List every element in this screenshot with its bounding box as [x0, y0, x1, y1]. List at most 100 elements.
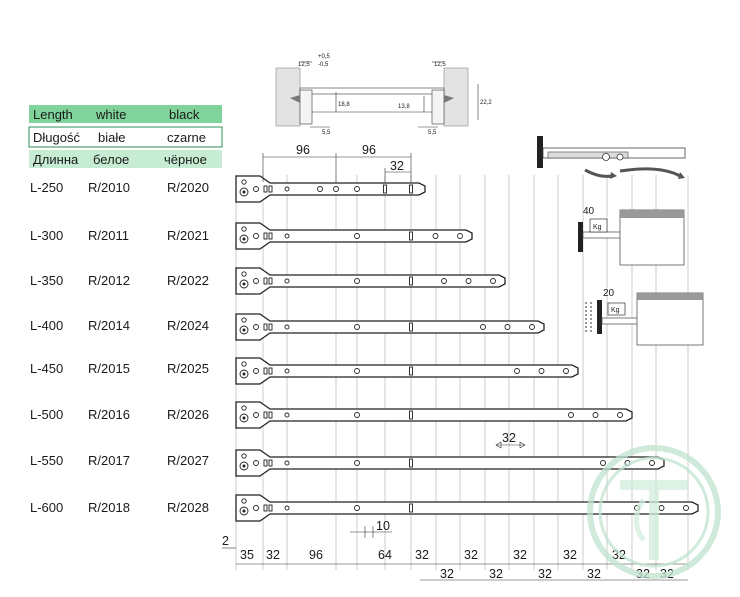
rail-hole	[617, 412, 623, 418]
rail-slot	[263, 232, 268, 240]
rail-hole	[568, 412, 574, 418]
header-dlugosc: Długość	[33, 130, 80, 145]
rail-slot	[263, 323, 268, 331]
rail-slot	[409, 184, 413, 194]
cs-label: -0,5	[318, 62, 329, 68]
load-40: 40	[583, 206, 595, 217]
rail-hole	[253, 278, 259, 284]
rail-hole-center	[242, 237, 246, 241]
rail-hole	[354, 460, 360, 466]
model-white-code: R/2012	[88, 273, 130, 288]
rail-hole	[354, 278, 360, 284]
rail-hole	[441, 278, 447, 284]
rail-hole	[649, 460, 655, 466]
rail-slot	[268, 411, 273, 419]
dim-96-second: 96	[362, 143, 376, 157]
rail-slot	[268, 277, 273, 285]
rail-hole	[465, 278, 472, 284]
rail-body	[235, 267, 506, 295]
rail-slot	[263, 277, 268, 285]
dim-32-mid: 32	[502, 431, 516, 445]
rail-hole	[490, 278, 496, 284]
rail-slot	[263, 459, 268, 467]
rail-hole	[333, 186, 339, 192]
model-white-code: R/2017	[88, 453, 130, 468]
rail-hole	[354, 505, 360, 511]
model-black-code: R/2026	[167, 407, 209, 422]
rail-hole-center	[242, 190, 246, 194]
cs-label: +0,5	[318, 54, 331, 60]
rail-hole	[504, 324, 511, 330]
header-czarne: czarne	[167, 130, 206, 145]
rail-hole-center	[242, 282, 246, 286]
cs-label: 22,2	[480, 100, 492, 106]
rail-hole	[253, 186, 259, 192]
rail-drawings	[235, 175, 699, 522]
dim-96: 96	[309, 548, 323, 562]
rail-slot	[409, 366, 413, 376]
model-length: L-400	[30, 318, 63, 333]
rail-slot	[409, 322, 413, 332]
screw-icon	[290, 95, 300, 103]
dim-64: 64	[378, 548, 392, 562]
load-40-icon: Kg 40	[578, 206, 685, 266]
dim-offset-2: 2	[222, 534, 229, 548]
rail-slot	[383, 184, 387, 194]
load-unit: Kg	[593, 224, 602, 231]
load-20: 20	[603, 288, 615, 299]
rail-hole-center	[242, 328, 246, 332]
rail-hole	[457, 233, 463, 239]
load-20-icon: Kg 20	[585, 288, 704, 346]
cs-label: 5,5	[428, 130, 437, 136]
rail-body	[235, 494, 699, 522]
rail-hole	[241, 271, 247, 277]
rail	[235, 175, 426, 203]
rail-hole	[241, 453, 247, 459]
rail-slot	[263, 411, 268, 419]
rail	[235, 313, 545, 341]
dim-32-top: 32	[390, 159, 404, 173]
dim-96-first: 96	[296, 143, 310, 157]
rail-hole	[253, 324, 259, 330]
rail-hole	[241, 405, 247, 411]
rail-slot	[268, 459, 273, 467]
rail-body	[235, 449, 665, 477]
rail	[235, 401, 633, 429]
rail-hole	[284, 368, 290, 374]
rail-hole	[284, 412, 290, 418]
rail-slot	[268, 232, 273, 240]
rail-hole-center	[242, 509, 246, 513]
rail-slot	[409, 458, 413, 468]
rail-hole	[529, 324, 535, 330]
cs-label: 5,5	[322, 130, 331, 136]
rail-hole	[354, 368, 360, 374]
model-black-code: R/2021	[167, 228, 209, 243]
cs-label: 18,8	[338, 102, 350, 108]
model-length: L-250	[30, 180, 63, 195]
load-unit: Kg	[611, 307, 620, 314]
rail-hole	[253, 233, 259, 239]
rail	[235, 222, 473, 250]
header-dlinna: Длинна	[33, 152, 79, 167]
rail-hole-center	[242, 416, 246, 420]
rail-hole	[563, 368, 569, 374]
rail-hole	[600, 460, 606, 466]
rail	[235, 449, 665, 477]
dim-32: 32	[266, 548, 280, 562]
header-white: white	[95, 107, 126, 122]
rail-slot	[263, 367, 268, 375]
rail-hole	[514, 368, 520, 374]
model-black-code: R/2020	[167, 180, 209, 195]
rail-hole	[284, 233, 290, 239]
rail-slot	[268, 185, 273, 193]
rail-body	[235, 222, 473, 250]
rail	[235, 494, 699, 522]
dim-32: 32	[489, 567, 503, 581]
model-black-code: R/2024	[167, 318, 209, 333]
rail-slot	[409, 503, 413, 513]
rail-hole	[241, 179, 247, 185]
weight-icon	[589, 218, 608, 233]
header-chernoe: чёрное	[164, 152, 207, 167]
model-black-code: R/2027	[167, 453, 209, 468]
cross-section-view: 12,5 +0,5 -0,5 12,5 22,2 18,8 13,8 5,5 5…	[275, 54, 492, 136]
